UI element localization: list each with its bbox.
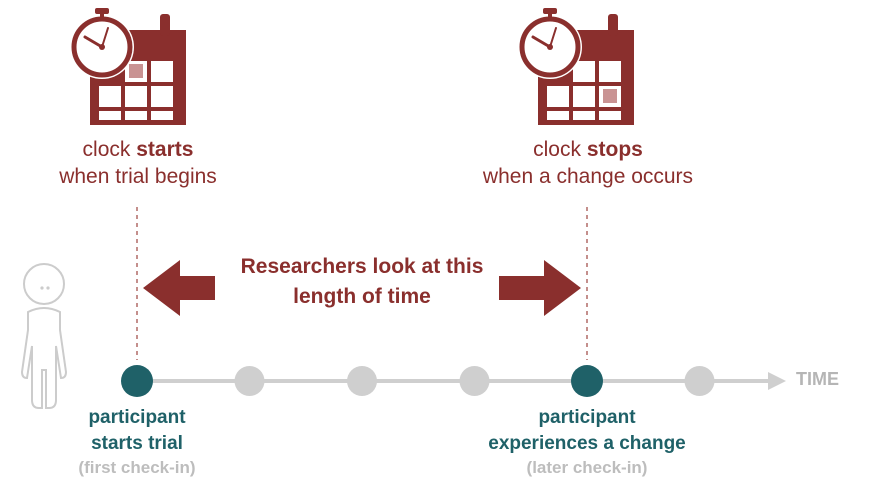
duration-line1: Researchers look at this — [240, 255, 484, 278]
person-outline-icon — [20, 263, 68, 409]
time-axis-label: TIME — [796, 369, 839, 389]
start-caption-prefix: clock — [82, 138, 137, 161]
checkin-dot — [684, 366, 715, 396]
participant-change-sub: (later check-in) — [526, 458, 648, 477]
participant-change-caption: participant experiences a change (later … — [467, 405, 707, 479]
duration-caption: Researchers look at this length of time — [212, 252, 512, 312]
calendar-highlight-cell — [129, 64, 143, 78]
participant-start-sub: (first check-in) — [78, 458, 196, 477]
stopwatch — [70, 8, 134, 79]
timeline — [121, 365, 786, 397]
calendar-tab — [608, 14, 618, 36]
stop-caption-bold: stops — [586, 138, 643, 161]
calendar-highlight-cell — [603, 89, 617, 103]
calendar-tab — [160, 14, 170, 36]
stop-caption-line2: when a change occurs — [482, 165, 694, 188]
participant-start-line2: starts trial — [91, 433, 183, 454]
participant-start-caption: participant starts trial (first check-in… — [57, 405, 217, 479]
duration-line2: length of time — [293, 285, 431, 308]
right-arrow-icon — [499, 260, 581, 316]
left-arrow-icon — [143, 260, 215, 316]
checkin-dot — [347, 366, 377, 396]
checkin-dot — [234, 366, 265, 396]
checkin-dot-active — [121, 365, 153, 397]
stopwatch — [518, 8, 582, 79]
start-caption-line2: when trial begins — [59, 165, 217, 188]
start-caption-bold: starts — [136, 138, 194, 161]
calendar-stopwatch-icon — [70, 8, 186, 125]
checkin-dot — [459, 366, 490, 396]
calendar-stopwatch-icon — [518, 8, 634, 125]
timeline-arrowhead-icon — [768, 372, 786, 390]
start-caption: clock starts when trial begins — [38, 136, 238, 190]
participant-change-line1: participant — [538, 407, 636, 428]
participant-start-line1: participant — [88, 407, 186, 428]
stop-caption-prefix: clock — [533, 138, 587, 161]
participant-change-line2: experiences a change — [488, 433, 686, 454]
stop-caption: clock stops when a change occurs — [458, 136, 718, 190]
checkin-dot-active — [571, 365, 603, 397]
checkin-dots — [121, 365, 715, 397]
